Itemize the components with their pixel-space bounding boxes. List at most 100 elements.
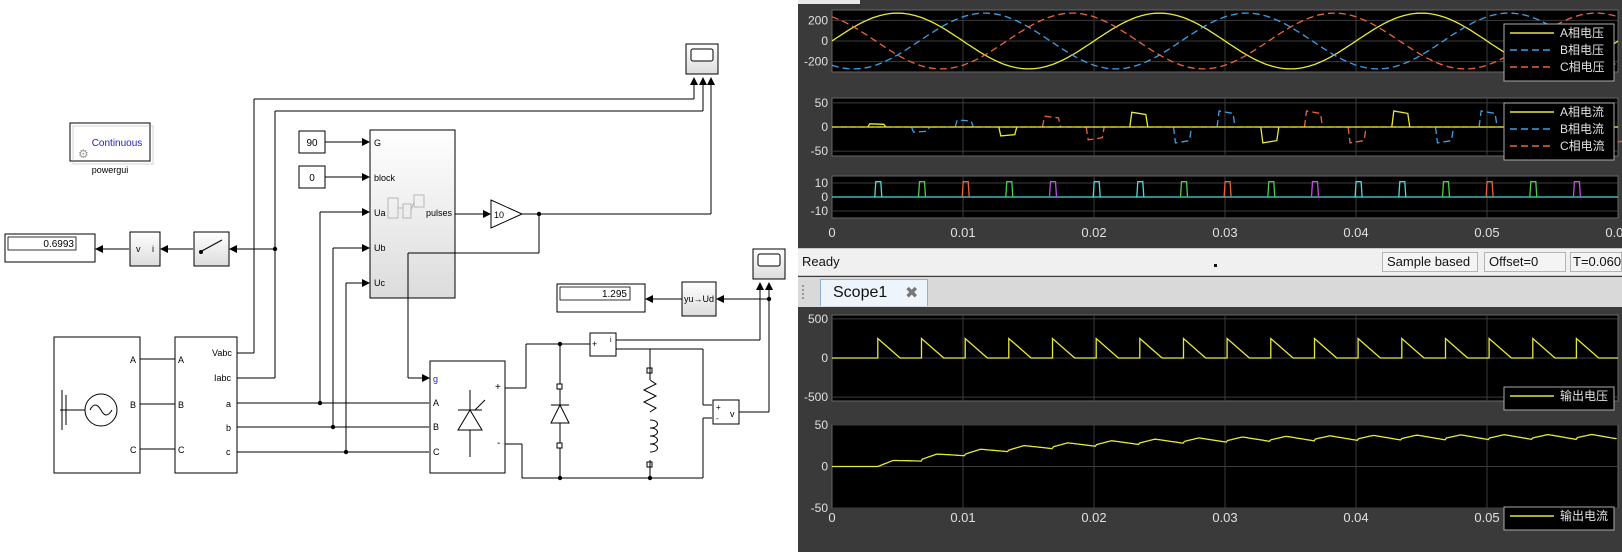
gate-pulse: [1136, 180, 1145, 198]
voltage-phase-b: [831, 12, 1619, 70]
voltage-axes-ytick: 200: [808, 13, 828, 27]
output-current-axes-ytick: -50: [811, 501, 829, 515]
port-G: G: [374, 138, 381, 148]
current-legend-box: [1503, 102, 1615, 161]
port-Uc: Uc: [374, 278, 385, 288]
three-phase-source-block[interactable]: A B C: [53, 336, 141, 474]
current-axes-ytick: 0: [821, 120, 828, 134]
output-voltage-legend: 输出电压: [1503, 386, 1615, 411]
meas-out-Vabc: Vabc: [212, 348, 232, 358]
current-legend-entry: B相电流: [1560, 122, 1604, 136]
meas-in-A: A: [178, 355, 184, 365]
powergui-label: powergui: [92, 165, 129, 175]
svg-text:+: +: [716, 403, 721, 412]
bottom-x-xtick: 0.01: [950, 510, 975, 525]
vi-v-label: v: [136, 244, 141, 254]
current-pulse: [1303, 110, 1324, 128]
display-block-mid[interactable]: 1.295: [556, 283, 646, 313]
meas-in-C: C: [178, 445, 185, 455]
meas-out-c: c: [226, 447, 231, 457]
status-offset: Offset=0: [1484, 252, 1566, 272]
bottom-x-xtick: 0.03: [1212, 510, 1237, 525]
scope-block-top[interactable]: [685, 43, 719, 75]
port-Ua: Ua: [374, 208, 386, 218]
meas-in-B: B: [178, 400, 184, 410]
bottom-x-xtick: 0.02: [1081, 510, 1106, 525]
svg-text:+: +: [592, 339, 597, 349]
diode-block[interactable]: [550, 345, 570, 478]
display-block-top[interactable]: 0.6993: [4, 233, 96, 263]
gate-pulse: [1179, 180, 1189, 198]
scope-tab-strip: Scope1 ✖: [798, 277, 1622, 307]
voltage-axes-ytick: 0: [821, 34, 828, 48]
wrench-icon: ⚙: [78, 147, 89, 161]
bridge-port-B: B: [433, 422, 439, 432]
gate-pulse: [1005, 180, 1014, 198]
vi-selector-block[interactable]: v i: [129, 231, 161, 267]
bridge-port-A: A: [433, 398, 439, 408]
gate-pulse: [1485, 180, 1494, 198]
pulse-axes-ytick: 10: [815, 176, 829, 190]
pulse-axes: 100-10: [811, 175, 1619, 219]
simulink-canvas[interactable]: Continuous ⚙ powergui 0.6993 v i 90 0 G …: [0, 0, 798, 552]
powergui-block[interactable]: Continuous ⚙ powergui: [69, 122, 154, 175]
scope-status-bar: Ready Sample based Offset=0 T=0.060: [798, 248, 1622, 276]
current-pulse: [1260, 126, 1280, 144]
voltage-axes-ytick: -200: [804, 55, 828, 69]
gate-pulse: [1310, 180, 1320, 198]
current-pulse: [1478, 110, 1498, 128]
bottom-x-xtick: 0.05: [1474, 510, 1499, 525]
thyristor-icon: [457, 390, 486, 457]
top-x-xtick: 0: [828, 225, 835, 240]
top-x-xtick: 0.01: [950, 225, 975, 240]
drag-grip[interactable]: [802, 285, 810, 299]
pulse-axes-ytick: 0: [821, 190, 828, 204]
gate-pulse: [1398, 180, 1407, 198]
current-pulse: [1085, 126, 1105, 141]
powergui-mode: Continuous: [92, 138, 143, 149]
thyristor-bridge-block[interactable]: g A B C + -: [429, 360, 506, 474]
output-current-legend-box: [1503, 506, 1615, 531]
scope-block-right[interactable]: [752, 248, 786, 280]
pulse-axes-ytick: -10: [811, 204, 829, 218]
model-diagram: Continuous ⚙ powergui 0.6993 v i 90 0 G …: [4, 43, 786, 481]
meas-out-b: b: [226, 423, 231, 433]
ud-selector-block[interactable]: yu→Ud: [681, 281, 717, 317]
current-pulse: [1041, 115, 1062, 128]
bottom-x-xtick: 0: [828, 510, 835, 525]
output-voltage-axes-ytick: -500: [804, 390, 828, 404]
top-x-xtick: 0.04: [1343, 225, 1368, 240]
gate-pulse: [917, 180, 927, 198]
constant-0-block[interactable]: 0: [298, 165, 326, 189]
constant-90-block[interactable]: 90: [298, 130, 326, 154]
source-port-A: A: [130, 355, 136, 365]
switch-block[interactable]: [193, 231, 230, 267]
tab-scope1[interactable]: Scope1 ✖: [820, 279, 928, 306]
gain-value: 10: [494, 210, 504, 220]
gain-block[interactable]: 10: [490, 199, 524, 229]
scope-top-plots: 2000-200A相电压B相电压C相电压500-50A相电流B相电流C相电流10…: [798, 0, 1622, 248]
rl-load-block[interactable]: [642, 367, 658, 468]
output-current-line: [832, 433, 1617, 468]
measurement-block[interactable]: A B C Vabc Iabc a b c: [174, 336, 238, 474]
svg-text:i: i: [610, 337, 612, 344]
current-pulse: [910, 126, 931, 133]
current-legend-entry: C相电流: [1560, 139, 1605, 153]
output-voltage-axes-ytick: 0: [821, 351, 828, 365]
voltage-legend-entry: C相电压: [1560, 60, 1605, 74]
bottom-x-xtick: 0.04: [1343, 510, 1368, 525]
pulse-generator-block[interactable]: G block Ua Ub Uc pulses: [369, 129, 456, 299]
current-meter-block[interactable]: + i: [589, 332, 617, 357]
close-icon[interactable]: ✖: [905, 285, 919, 302]
ud-label: yu→Ud: [684, 294, 714, 304]
signal-wires: [95, 77, 773, 479]
top-x-xtick: 0.03: [1212, 225, 1237, 240]
output-current-axes-ytick: 50: [815, 418, 829, 432]
voltage-meter-block[interactable]: + - v: [712, 399, 740, 425]
gate-pulse: [1267, 180, 1276, 198]
top-x-xtick: 0.05: [1474, 225, 1499, 240]
